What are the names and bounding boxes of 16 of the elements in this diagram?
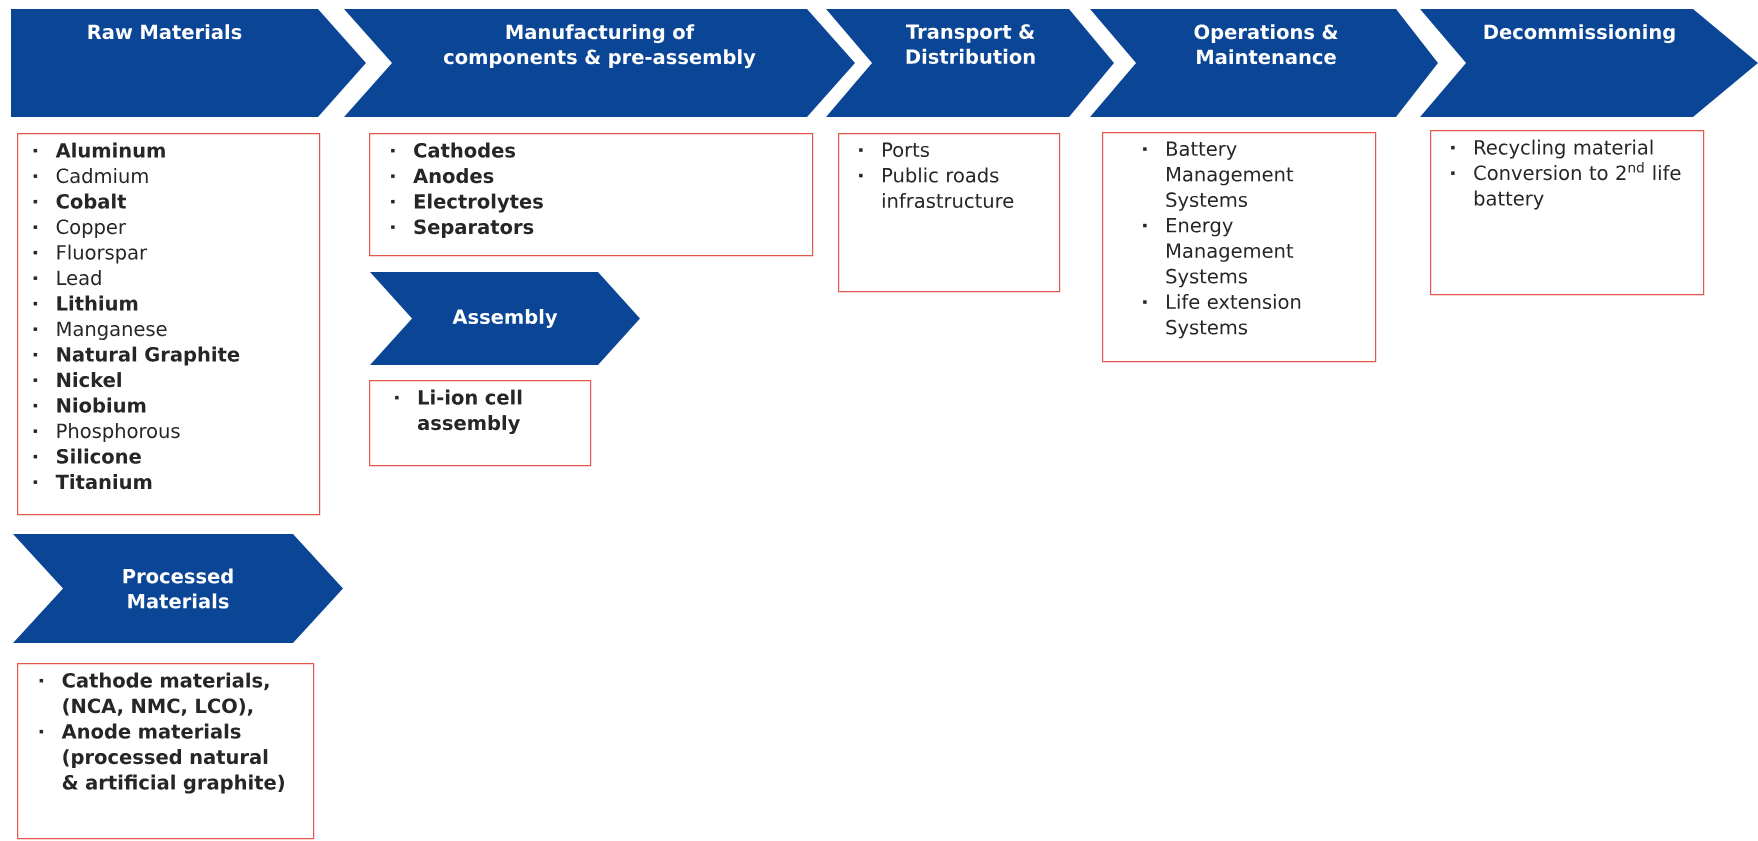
bullet-list-box: Cathode materials, (NCA, NMC, LCO), Anode materials (processed natural & artificial graphite) [17,663,315,840]
bullet-list-box: Cathodes Anodes Electrolytes Separators [369,133,814,257]
bullet-list-box: Li-ion cell assembly [369,380,592,467]
stage-heading-banner: Raw Materials [11,9,366,117]
stage-heading-banner: Manufacturing of components & pre-assembly [344,9,855,117]
bullet-list-box: Aluminum Cadmium Cobalt Copper Fluorspar Lead Lithium Manganese Natural Graphite Nickel Niobium Phosphorous Silicone Titanium [17,133,321,516]
bullet-list-box: Recycling material Conversion to 2$^{nd}$ life battery [1430,130,1705,296]
bullet-list-box: Battery Management Systems Energy Management Systems Life extension Systems [1102,132,1377,363]
stage-heading-banner: Decommissioning [1420,9,1758,117]
stage-heading-banner: Processed Materials [13,534,343,643]
node-label: Transport & Distribution [906,24,1035,64]
node-label: Manufacturing of components & pre-assembly [443,24,756,69]
stage-heading-banner: Operations & Maintenance [1090,9,1438,117]
bullet-list-box: Ports Public roads infrastructure [838,133,1061,293]
stage-heading-banner: Transport & Distribution [826,9,1114,117]
stage-heading-banner: Assembly [370,272,640,365]
